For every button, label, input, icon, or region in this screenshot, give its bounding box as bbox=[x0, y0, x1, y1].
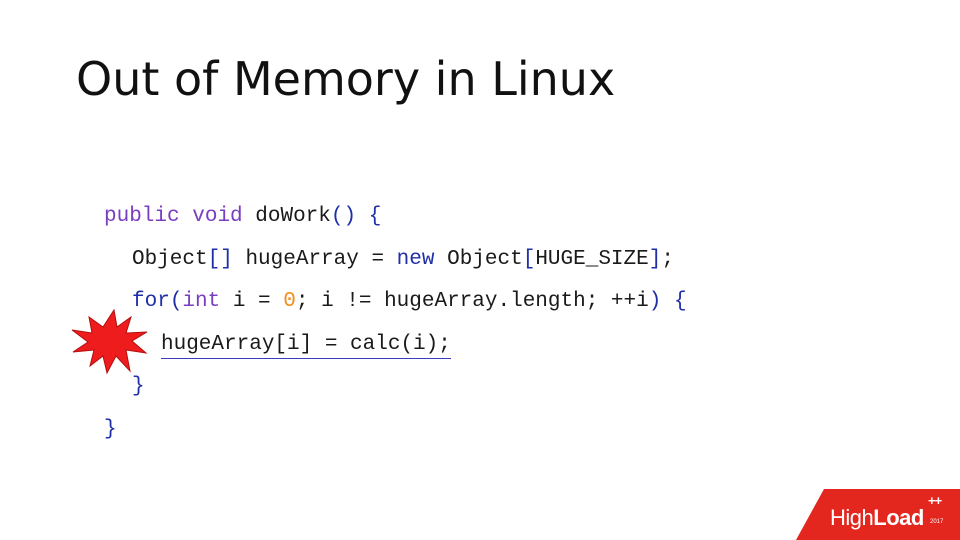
logo-background bbox=[796, 489, 960, 540]
keyword-new: new bbox=[396, 247, 435, 271]
code-space bbox=[661, 290, 674, 313]
code-block: public void doWork() { Object[] hugeArra… bbox=[104, 196, 687, 452]
code-text: HUGE_SIZE bbox=[535, 247, 649, 271]
keyword-for: for bbox=[132, 290, 170, 314]
code-line-5: } bbox=[104, 366, 687, 409]
code-close-brace: } bbox=[132, 375, 145, 399]
logo-wordmark: HighLoad bbox=[830, 506, 924, 530]
keyword-int: int bbox=[182, 290, 221, 314]
method-name: doWork bbox=[242, 205, 331, 228]
highload-logo: HighLoad ++ 2017 bbox=[796, 489, 960, 540]
logo-word-load: Load bbox=[873, 505, 924, 530]
code-bracket-close: ] bbox=[648, 247, 662, 271]
code-text: Object bbox=[132, 247, 208, 271]
code-open-brace: { bbox=[673, 290, 687, 314]
code-text: hugeArray = bbox=[232, 247, 397, 271]
code-text: Object bbox=[434, 247, 523, 271]
number-literal: 0 bbox=[283, 290, 296, 314]
code-line-1: public void doWork() { bbox=[104, 196, 687, 239]
logo-word-high: High bbox=[830, 505, 874, 530]
code-open-brace: { bbox=[368, 205, 382, 228]
code-line-4-highlighted: hugeArray[i] = calc(i); bbox=[104, 324, 687, 367]
slide-title: Out of Memory in Linux bbox=[76, 52, 616, 106]
code-parens: () bbox=[330, 205, 357, 228]
code-text: ; i != hugeArray.length; ++i bbox=[295, 290, 649, 314]
code-close-brace: } bbox=[104, 417, 117, 441]
code-paren-open: ( bbox=[169, 290, 183, 314]
code-semicolon: ; bbox=[661, 247, 674, 271]
code-line-3: for(int i = 0; i != hugeArray.length; ++… bbox=[104, 281, 687, 324]
code-space bbox=[356, 205, 369, 228]
keyword-public: public bbox=[104, 205, 180, 228]
code-space bbox=[180, 205, 193, 228]
code-line-2: Object[] hugeArray = new Object[HUGE_SIZ… bbox=[104, 239, 687, 282]
keyword-void: void bbox=[192, 205, 243, 228]
explosion-icon bbox=[71, 308, 148, 374]
code-paren-close: ) bbox=[648, 290, 662, 314]
code-line-6: } bbox=[104, 409, 687, 452]
code-brackets: [] bbox=[207, 247, 233, 271]
error-line-text: hugeArray[i] = calc(i); bbox=[161, 332, 451, 359]
logo-year: 2017 bbox=[930, 519, 944, 525]
code-text: i = bbox=[220, 290, 284, 314]
logo-plus: ++ bbox=[928, 493, 942, 508]
code-bracket-open: [ bbox=[522, 247, 536, 271]
